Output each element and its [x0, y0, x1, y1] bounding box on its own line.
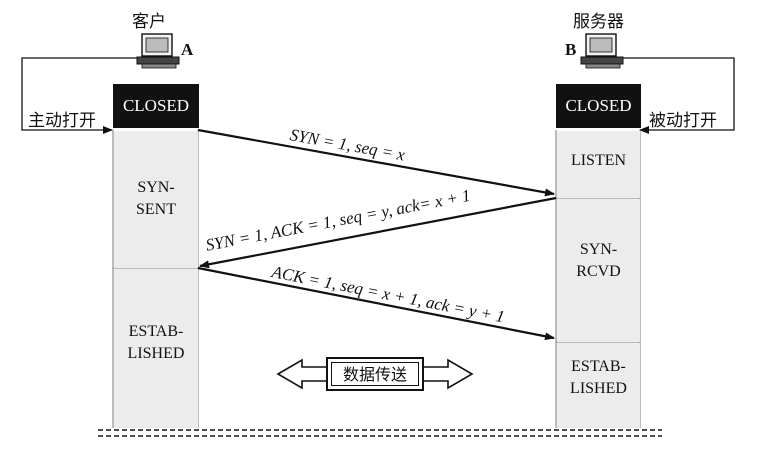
- server-passive-open-label: 被动打开: [649, 111, 717, 131]
- server-letter: B: [565, 40, 577, 59]
- data-transfer-label: 数据传送: [331, 362, 419, 386]
- client-state-established: ESTAB- LISHED: [114, 269, 198, 428]
- client-label: 客户: [132, 12, 166, 32]
- server-open-loop-line: [608, 57, 735, 134]
- server-state-syn-rcvd: SYN- RCVD: [557, 199, 640, 342]
- data-transfer-box: 数据传送: [326, 357, 424, 391]
- ack-arrow: [197, 266, 555, 341]
- server-state-established: ESTAB- LISHED: [557, 343, 640, 428]
- client-state-closed: CLOSED: [113, 84, 199, 128]
- server-label: 服务器: [573, 12, 624, 32]
- client-state-syn-sent: SYN- SENT: [114, 131, 198, 268]
- computer-icon: [580, 33, 624, 69]
- server-state-closed: CLOSED: [556, 84, 641, 128]
- computer-icon: [136, 33, 180, 69]
- client-open-loop-line: [21, 57, 138, 134]
- syn-ack-arrow: [199, 196, 557, 269]
- client-letter: A: [181, 40, 194, 59]
- client-active-open-label: 主动打开: [28, 111, 96, 131]
- server-state-listen: LISTEN: [557, 131, 640, 198]
- syn-arrow: [197, 128, 555, 197]
